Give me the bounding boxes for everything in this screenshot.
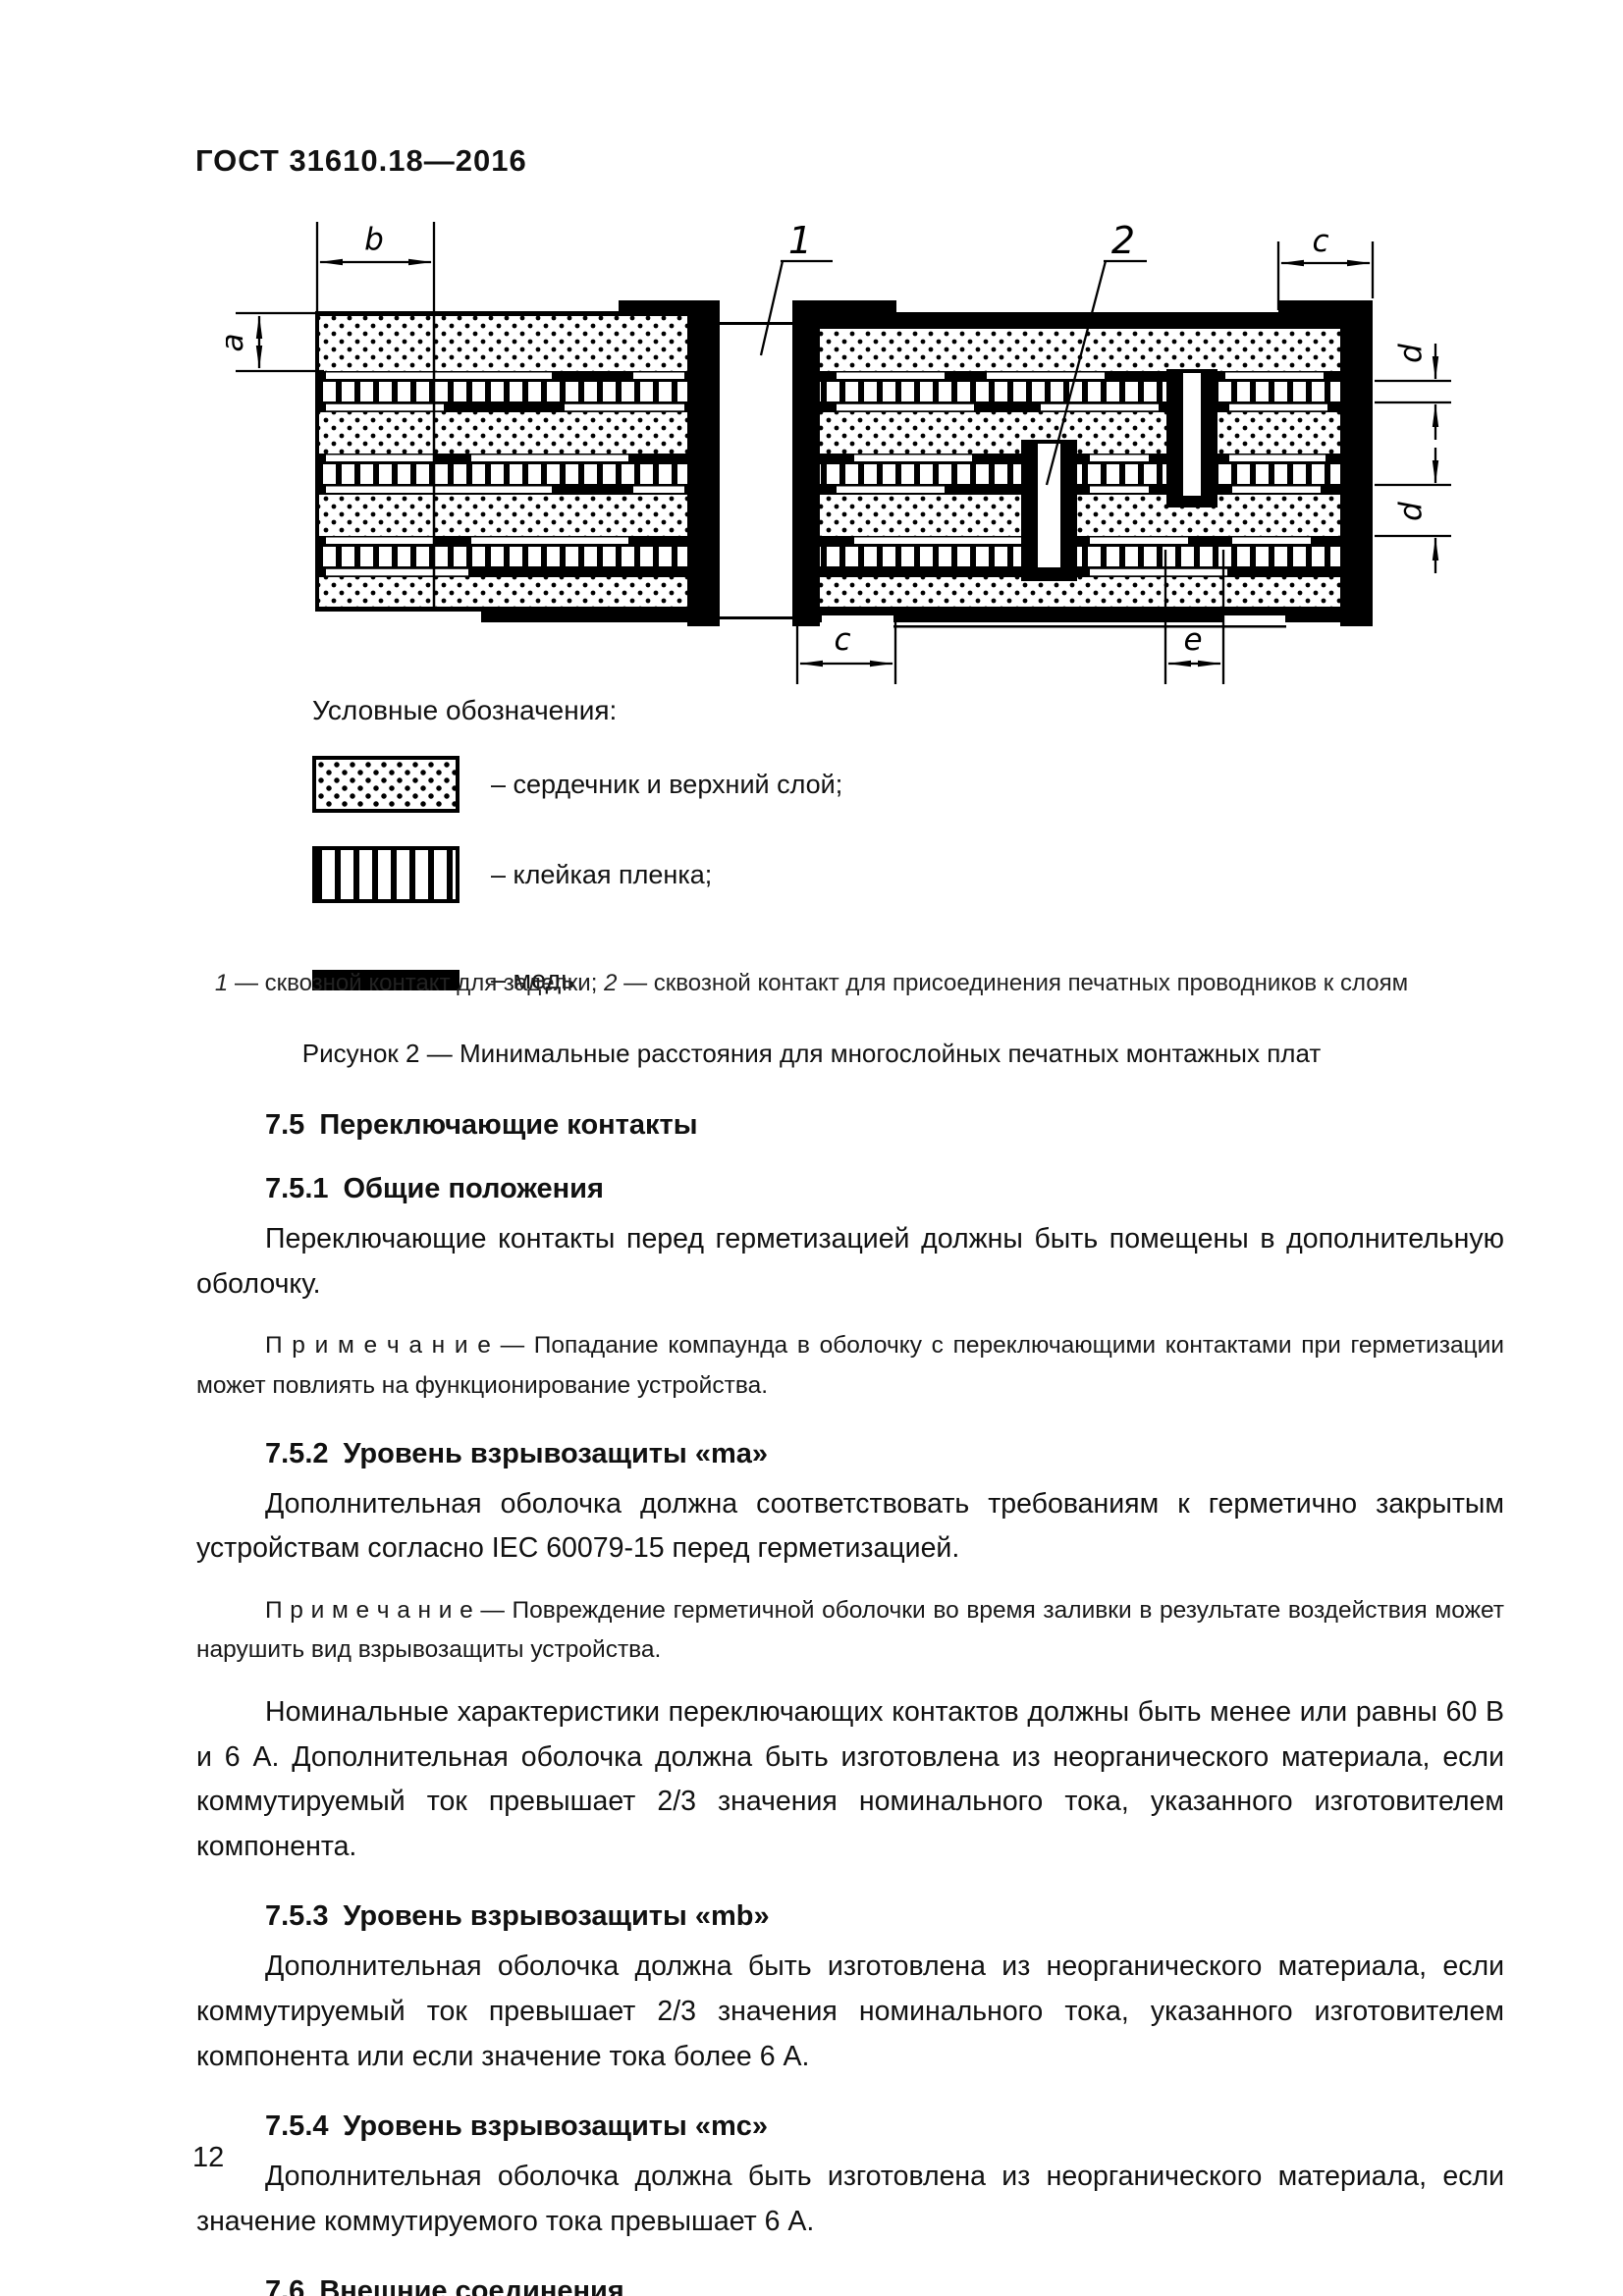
paragraph: Дополнительная оболочка должна быть изго… — [196, 1950, 1504, 2072]
heading-title: Переключающие контакты — [319, 1109, 698, 1141]
heading-7-6: 7.6 Внешние соединения — [196, 2275, 1504, 2296]
legend-item-adhesive: – клейкая пленка; — [312, 846, 712, 903]
note-paragraph: П р и м е ч а н и е — Повреждение гермет… — [196, 1596, 1504, 1664]
heading-number: 7.5.4 — [265, 2110, 329, 2143]
label-e: e — [1183, 622, 1202, 658]
dimension-a — [236, 311, 324, 373]
figure-2-drawing: b a c d d c e 1 2 — [226, 219, 1451, 684]
heading-title: Общие положения — [343, 1173, 604, 1204]
pcb-right-block — [792, 300, 1373, 628]
document-number: ГОСТ 31610.18—2016 — [195, 143, 527, 178]
heading-number: 7.5 — [265, 1109, 305, 1141]
label-c-bottom: c — [834, 622, 850, 658]
legend-title: Условные обозначения: — [312, 695, 618, 725]
dimension-c-bottom — [795, 613, 897, 684]
heading-title: Уровень взрывозащиты «ma» — [343, 1437, 769, 1469]
callout-2-text: — сквозной контакт для присоединения печ… — [617, 970, 1409, 996]
body-text: 7.5 Переключающие контакты 7.5.1 Общие пол… — [196, 1097, 1504, 2296]
dimension-e — [1163, 550, 1225, 684]
heading-number: 7.5.2 — [265, 1437, 329, 1469]
dimension-lines — [236, 222, 1451, 684]
heading-number: 7.6 — [265, 2275, 305, 2296]
paragraph: Дополнительная оболочка должна быть изго… — [196, 2161, 1504, 2237]
paragraph: Дополнительная оболочка должна соответст… — [196, 1487, 1504, 1565]
adhesive-pattern-swatch — [312, 846, 460, 903]
callout-1-number: 1 — [788, 219, 812, 262]
heading-7-5-4: 7.5.4 Уровень взрывозащиты «mc» — [196, 2110, 1504, 2143]
heading-7-5-2: 7.5.2 Уровень взрывозащиты «ma» — [196, 1438, 1504, 1470]
legend-item-copper: – медь — [312, 965, 574, 995]
callout-2-leader — [1045, 259, 1147, 486]
figure-callout-note: 1 — сквозной контакт для заделки; 2 — ск… — [0, 970, 1623, 997]
dimension-labels: b a c d d c e 1 2 — [226, 219, 1429, 658]
figure-caption: Рисунок 2 — Минимальные расстояния для м… — [301, 1039, 1322, 1068]
dimension-c-top — [1276, 241, 1375, 310]
paragraph: Номинальные характеристики переключающих… — [196, 1696, 1504, 1862]
legend-label-copper: – медь — [491, 965, 575, 994]
heading-title: Уровень взрывозащиты «mb» — [343, 1900, 770, 1933]
label-d-lower: d — [1393, 502, 1429, 521]
callout-1-text: — сквозной контакт для заделки; — [228, 970, 605, 996]
note-paragraph: П р и м е ч а н и е — Попадание компаунд… — [196, 1332, 1504, 1399]
heading-7-5-1: 7.5.1 Общие положения — [196, 1173, 1504, 1205]
through-contact-gap — [720, 322, 792, 619]
heading-7-5: 7.5 Переключающие контакты — [196, 1109, 1504, 1142]
callout-2-number: 2 — [1111, 219, 1135, 262]
heading-title: Уровень взрывозащиты «mc» — [343, 2110, 769, 2143]
core-pattern-swatch — [312, 756, 460, 813]
legend-label-core: – сердечник и верхний слой; — [491, 769, 843, 799]
dimension-d-lower — [1375, 448, 1451, 573]
legend-item-core: – сердечник и верхний слой; — [312, 756, 842, 813]
label-b: b — [364, 222, 384, 257]
callout-1-ref: 1 — [214, 970, 229, 996]
heading-title: Внешние соединения — [319, 2275, 624, 2296]
heading-7-5-3: 7.5.3 Уровень взрывозащиты «mb» — [196, 1900, 1504, 1933]
pcb-left-block — [315, 300, 720, 626]
copper-pattern-swatch — [312, 970, 460, 990]
heading-number: 7.5.3 — [265, 1900, 329, 1933]
paragraph: Переключающие контакты перед герметизаци… — [196, 1223, 1504, 1300]
dimension-d-upper — [1375, 344, 1451, 440]
legend-label-adhesive: – клейкая пленка; — [491, 859, 713, 889]
label-a: a — [226, 334, 250, 352]
heading-number: 7.5.1 — [265, 1173, 329, 1204]
callout-2-ref: 2 — [604, 970, 618, 996]
dimension-b — [315, 222, 436, 312]
label-c-top: c — [1312, 224, 1328, 259]
label-d-upper: d — [1393, 344, 1429, 363]
callout-1-leader — [759, 259, 833, 356]
page-number: 12 — [192, 2142, 225, 2173]
